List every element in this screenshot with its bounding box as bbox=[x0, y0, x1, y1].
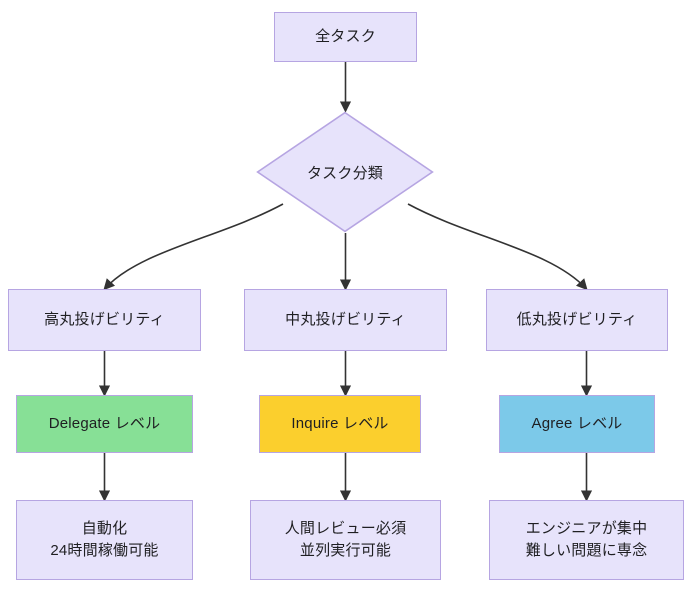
node-inquire-outcome-line-1: 人間レビュー必須 bbox=[284, 520, 407, 537]
node-delegate-level-label: Delegate レベル bbox=[48, 415, 161, 432]
node-delegate-outcome-line-1: 自動化 bbox=[81, 520, 128, 537]
diamond-shape bbox=[256, 111, 434, 233]
node-delegate-level[interactable]: Delegate レベル bbox=[16, 395, 193, 453]
node-inquire-level[interactable]: Inquire レベル bbox=[259, 395, 421, 453]
node-medium-delegatability[interactable]: 中丸投げビリティ bbox=[244, 289, 447, 351]
node-high-delegatability-label: 高丸投げビリティ bbox=[44, 311, 165, 328]
node-delegate-outcome-line-2: 24時間稼働可能 bbox=[50, 542, 159, 559]
node-delegate-outcome[interactable]: 自動化 24時間稼働可能 bbox=[16, 500, 193, 580]
node-all-tasks[interactable]: 全タスク bbox=[274, 12, 417, 62]
node-low-delegatability[interactable]: 低丸投げビリティ bbox=[486, 289, 668, 351]
node-medium-delegatability-label: 中丸投げビリティ bbox=[285, 311, 406, 328]
node-agree-outcome-line-1: エンジニアが集中 bbox=[525, 520, 648, 537]
node-inquire-outcome-line-2: 並列実行可能 bbox=[299, 542, 392, 559]
node-inquire-outcome[interactable]: 人間レビュー必須 並列実行可能 bbox=[250, 500, 441, 580]
node-all-tasks-label: 全タスク bbox=[315, 28, 376, 45]
node-agree-outcome-line-2: 難しい問題に専念 bbox=[525, 542, 648, 559]
node-agree-outcome[interactable]: エンジニアが集中 難しい問題に専念 bbox=[489, 500, 684, 580]
edge-decision-to-low bbox=[407, 203, 588, 291]
node-high-delegatability[interactable]: 高丸投げビリティ bbox=[8, 289, 201, 351]
node-agree-level-label: Agree レベル bbox=[531, 415, 623, 432]
node-agree-level[interactable]: Agree レベル bbox=[499, 395, 655, 453]
node-task-classification-label: タスク分類 bbox=[306, 164, 383, 182]
node-task-classification[interactable]: タスク分類 bbox=[256, 111, 434, 233]
node-low-delegatability-label: 低丸投げビリティ bbox=[516, 311, 638, 328]
node-inquire-level-label: Inquire レベル bbox=[291, 415, 389, 432]
